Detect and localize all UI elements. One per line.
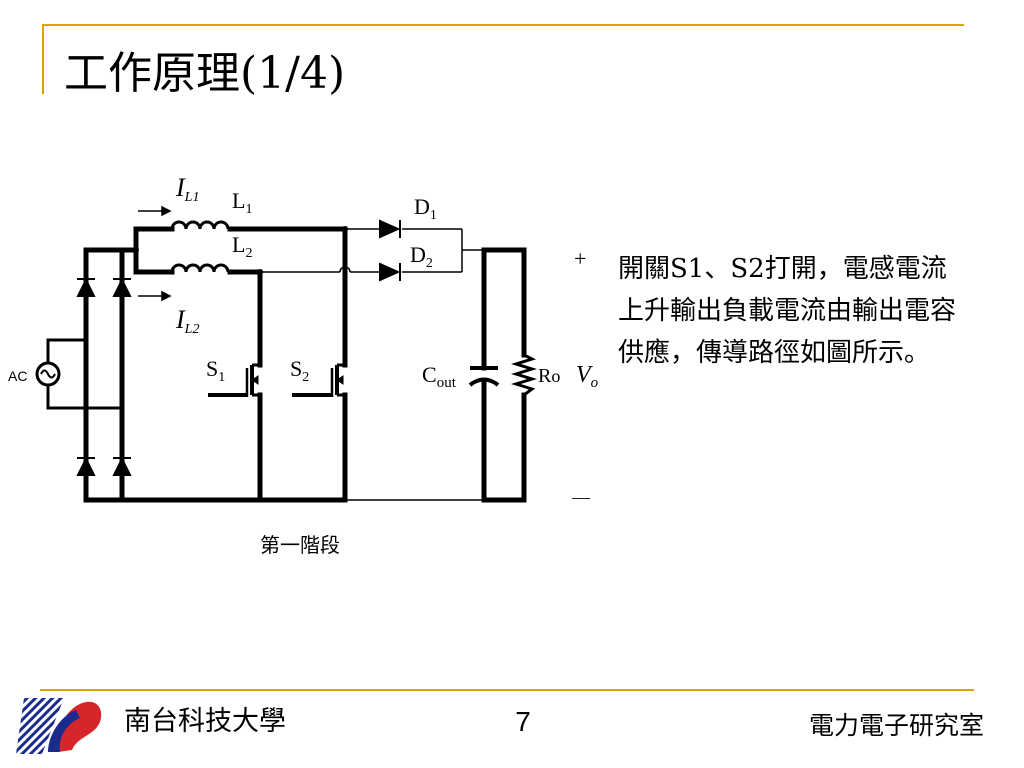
capacitor-cout-icon: [468, 366, 500, 387]
school-logo-icon: [14, 692, 106, 760]
ro-label: Ro: [538, 365, 560, 387]
description-text: 開關S1、S2打開，電感電流上升輸出負載電流由輸出電容供應，傳導路徑如圖所示。: [618, 254, 957, 368]
bridge-diodes: [76, 277, 132, 476]
mosfet-s2-icon: [292, 363, 345, 397]
thin-wiring: [260, 228, 484, 501]
diagram-caption: 第一階段: [260, 534, 340, 557]
title-rule-left: [42, 24, 44, 94]
mosfet-s1-icon: [208, 363, 260, 397]
footer-school-name: 南台科技大學: [124, 706, 286, 737]
footer-rule: [40, 689, 974, 691]
minus-label: —: [571, 487, 591, 507]
inductor-l2-icon: [170, 263, 230, 273]
d2-label: D2: [410, 242, 433, 271]
current-arrows: [138, 205, 172, 302]
output-diodes: [379, 219, 401, 282]
slide-title: 工作原理(1/4): [64, 48, 346, 99]
circuit-diagram: AC: [8, 173, 599, 557]
footer-lab-name: 電力電子研究室: [808, 711, 984, 740]
inductor-l1-icon: [170, 220, 230, 230]
resistor-ro-icon: [510, 353, 538, 397]
il1-label: IL1: [175, 173, 199, 205]
page-number: 7: [515, 706, 531, 737]
d1-label: D1: [414, 194, 437, 223]
plus-label: +: [574, 246, 586, 271]
ac-label: AC: [8, 368, 27, 384]
l2-label: L2: [232, 232, 252, 261]
conduction-path: [46, 226, 527, 503]
s2-label: S2: [290, 356, 309, 385]
l1-label: L1: [232, 188, 252, 217]
vo-label: Vo: [576, 362, 599, 391]
il2-label: IL2: [175, 305, 199, 337]
cout-label: Cout: [422, 362, 457, 391]
ac-source-icon: [35, 361, 61, 387]
s1-label: S1: [206, 356, 225, 385]
junction-dots: [83, 226, 348, 503]
title-rule-top: [42, 24, 964, 26]
